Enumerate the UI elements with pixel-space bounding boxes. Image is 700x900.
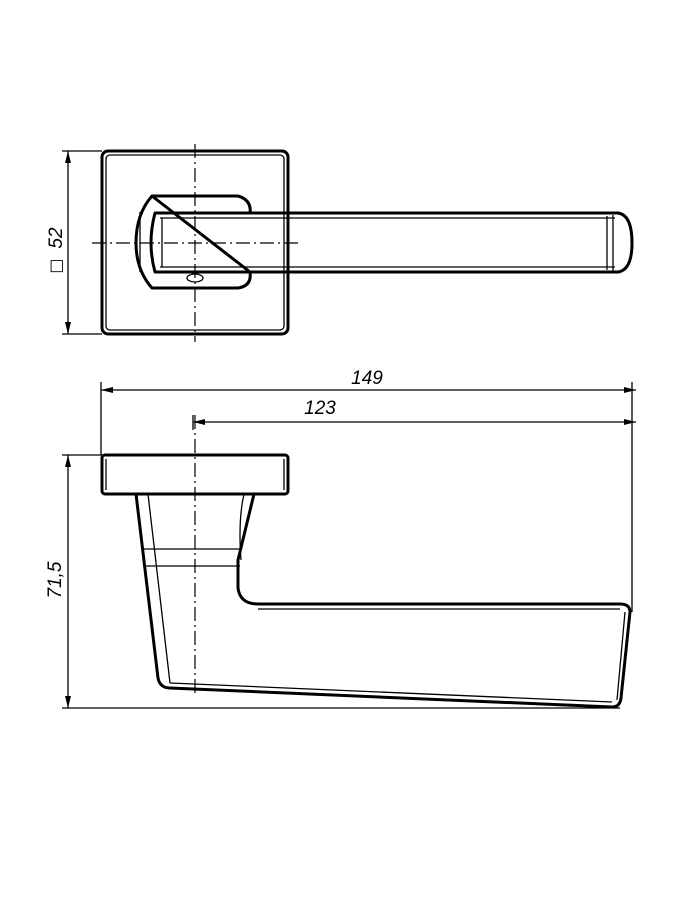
side-view: 149 123 71,5: [45, 368, 636, 709]
square-symbol: □: [46, 258, 65, 273]
top-view: □ 52: [46, 144, 634, 342]
lever-profile: [134, 493, 632, 709]
dimension-71-5-label: 71,5: [45, 561, 66, 598]
dimension-149-label: 149: [351, 368, 383, 389]
dimension-52-label: 52: [46, 227, 67, 249]
lever-bar: [149, 211, 634, 274]
dimension-123-label: 123: [304, 398, 336, 419]
